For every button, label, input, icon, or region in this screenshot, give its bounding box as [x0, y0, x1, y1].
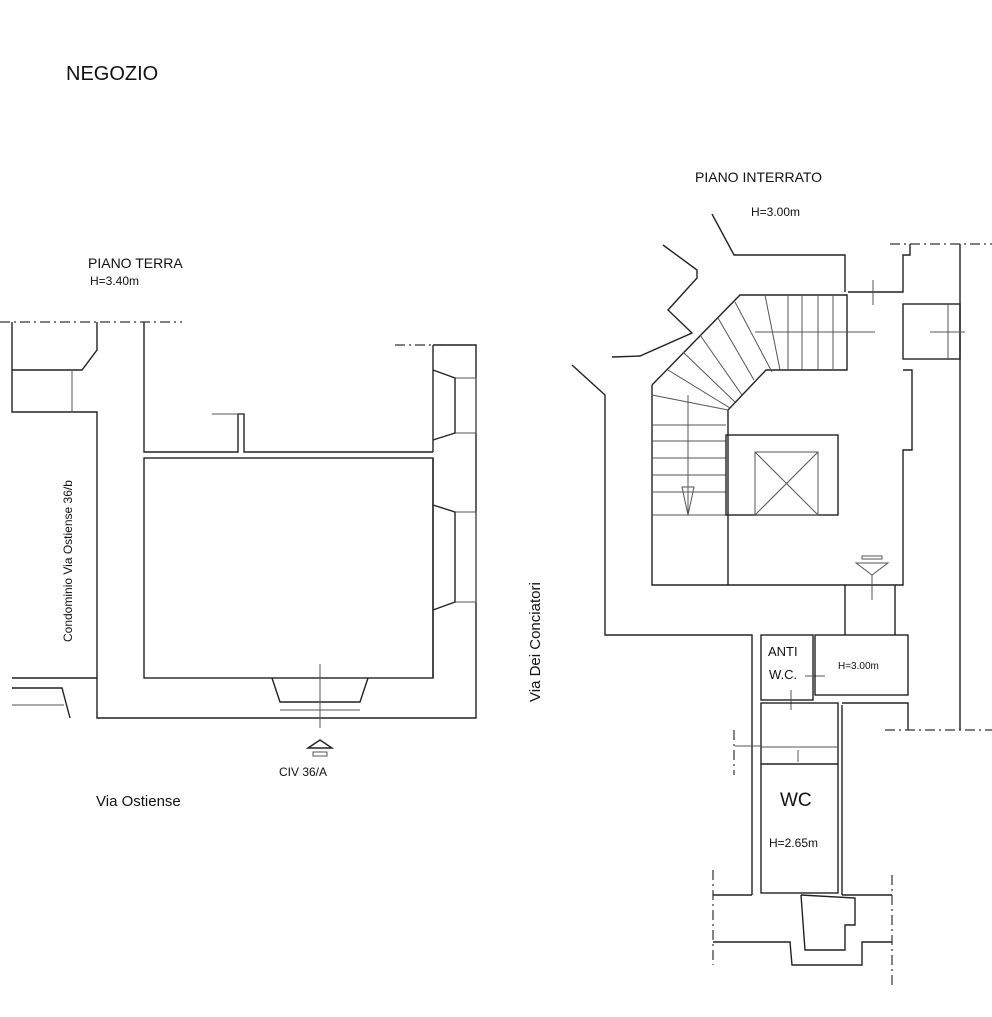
entrance-label: CIV 36/A — [279, 765, 327, 779]
basement-label: PIANO INTERRATO — [695, 169, 822, 185]
anti-wc-label-line1: ANTI — [768, 644, 798, 659]
basement-plan: PIANO INTERRATO H=3.00m — [571, 169, 992, 985]
anti-wc-label-line2: W.C. — [769, 667, 797, 682]
wc-height: H=2.65m — [769, 836, 818, 850]
ground-floor-plan: PIANO TERRA H=3.40m CIV 36/A Via Ostiens… — [0, 255, 477, 810]
neighbor-building-label: Condominio Via Ostiense 36/b — [61, 480, 75, 642]
ground-floor-label: PIANO TERRA — [88, 255, 183, 271]
page-title: NEGOZIO — [66, 63, 158, 85]
street-via-dei-conciatori: Via Dei Conciatori — [527, 582, 544, 702]
ground-floor-height: H=3.40m — [90, 274, 139, 288]
basement-height: H=3.00m — [751, 205, 800, 219]
street-via-ostiense: Via Ostiense — [96, 793, 181, 810]
storage-height: H=3.00m — [838, 661, 879, 672]
wc-label: WC — [780, 790, 812, 811]
